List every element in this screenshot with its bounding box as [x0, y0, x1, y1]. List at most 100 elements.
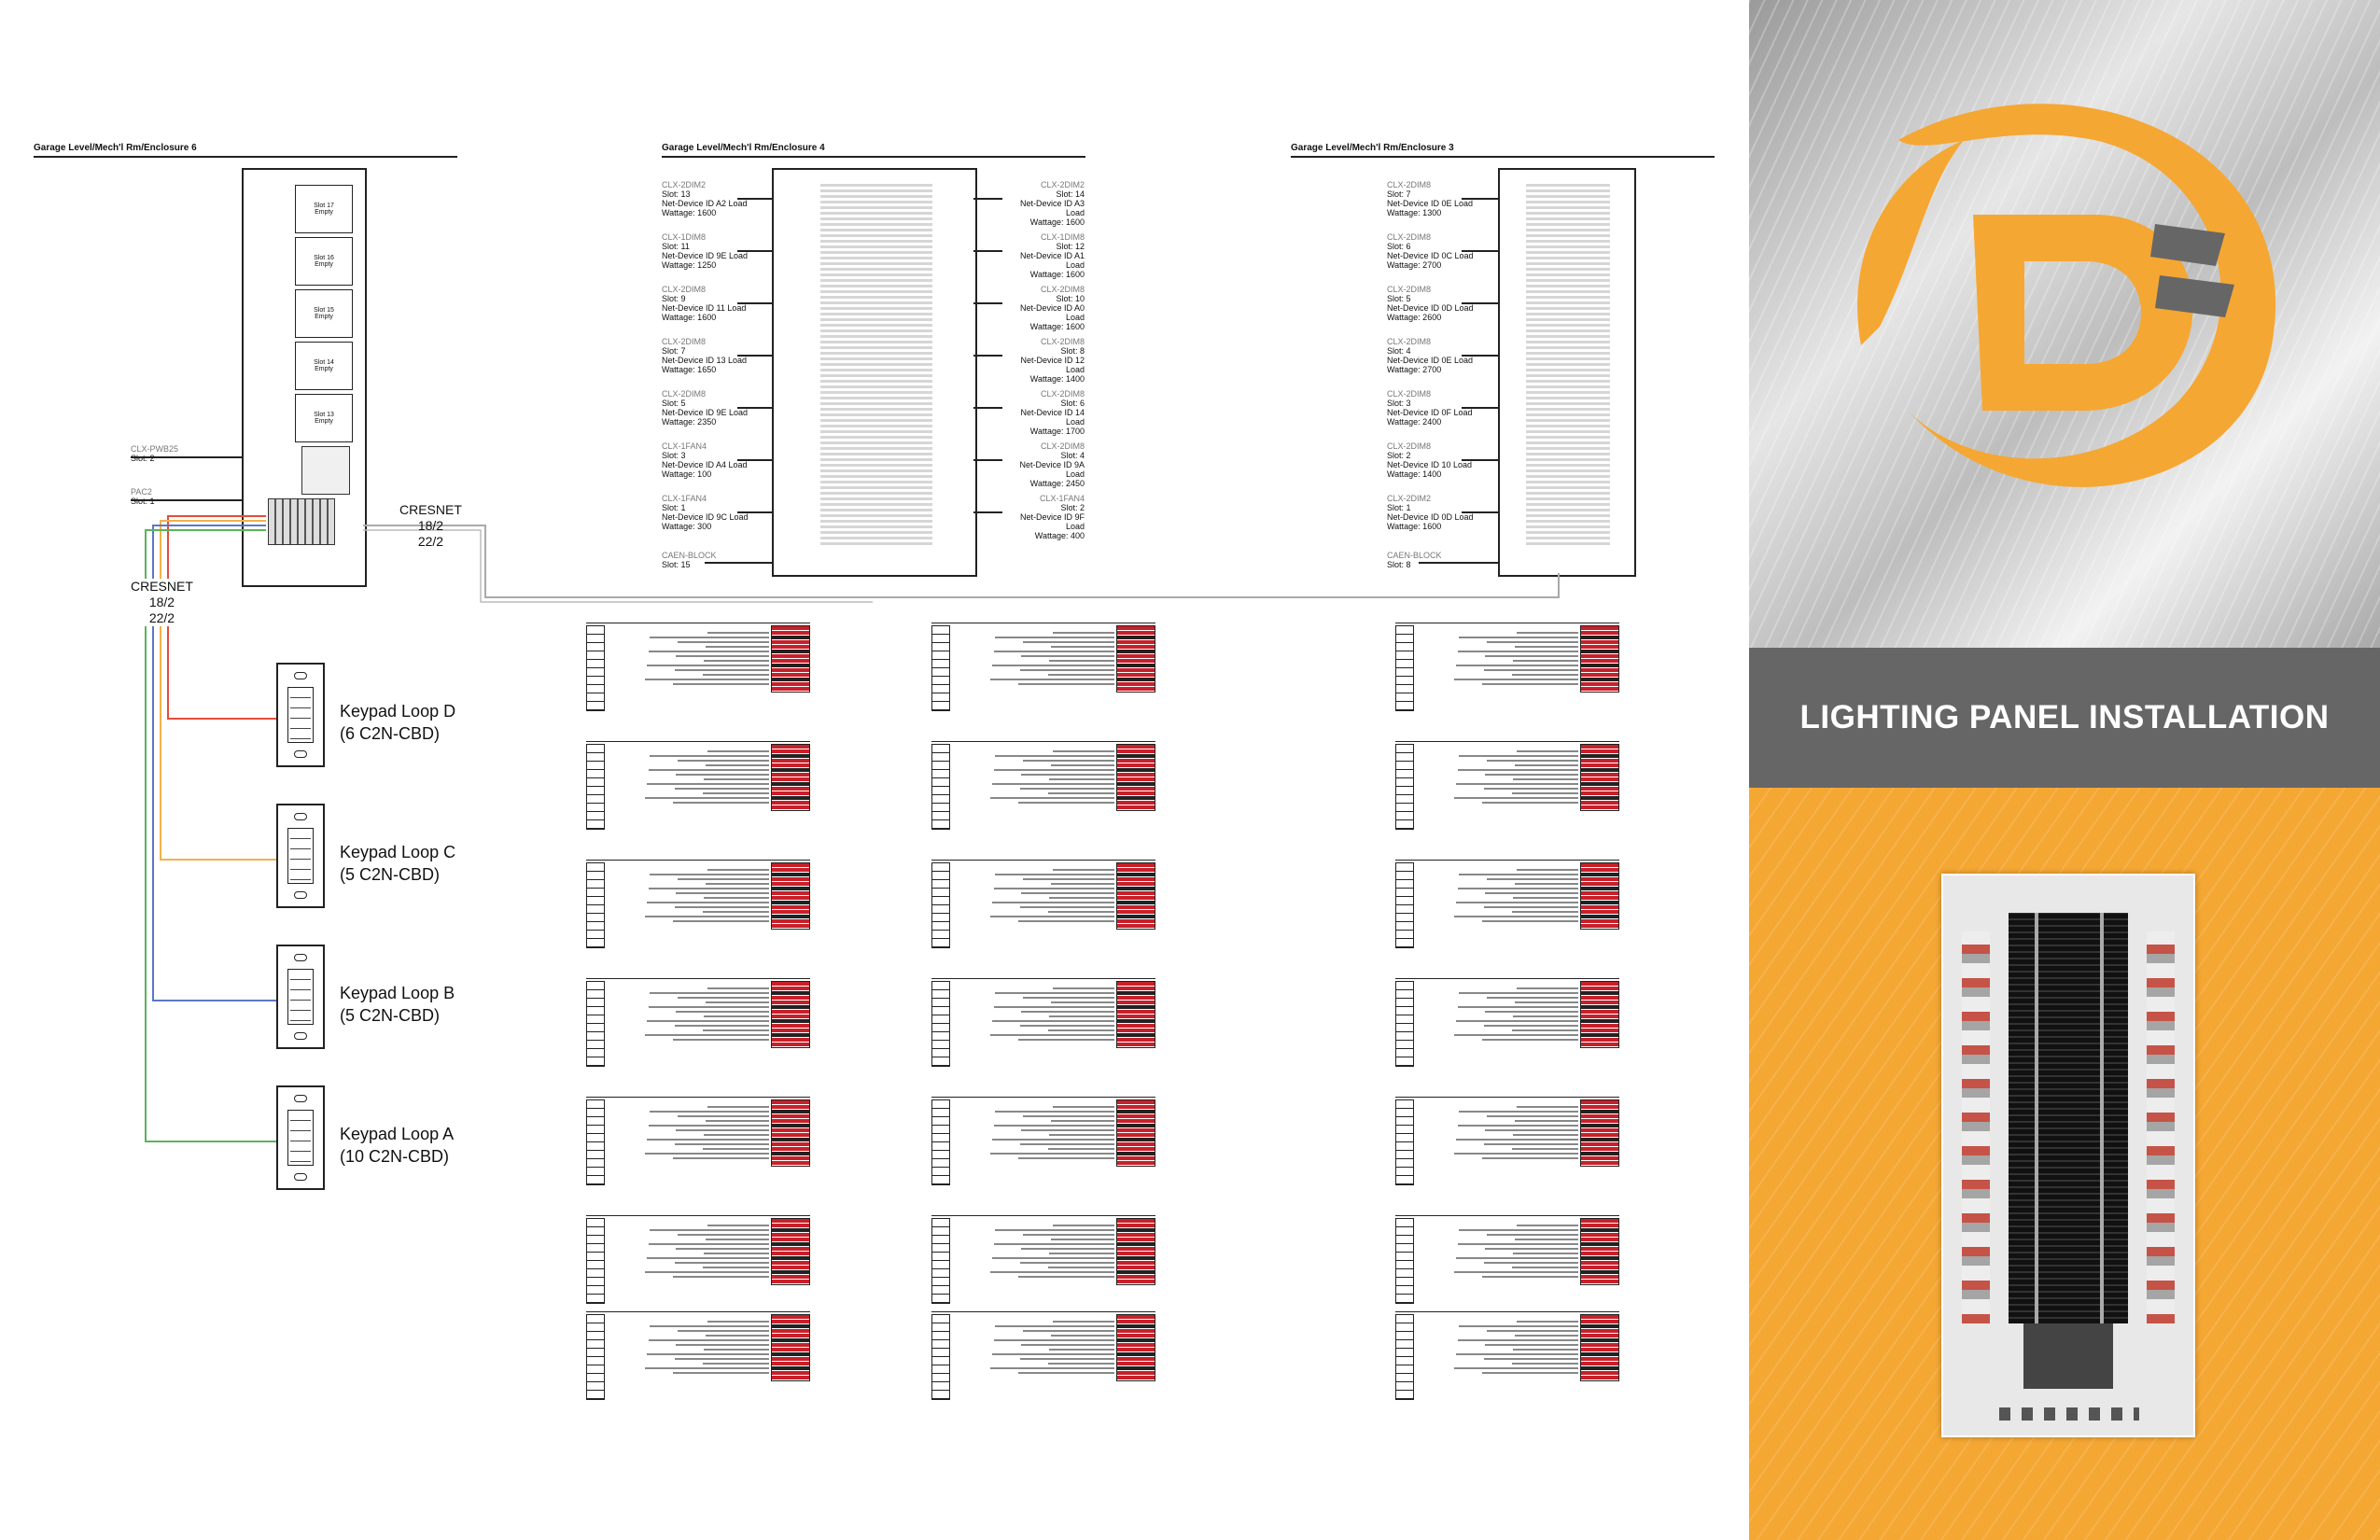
schedule-thumbnail [1395, 1305, 1619, 1400]
schedule-button-grid [1395, 981, 1414, 1067]
schedule-text-lines [959, 748, 1114, 806]
schedule-button-grid [586, 1314, 605, 1400]
schedule-button-grid [586, 862, 605, 948]
schedule-text-lines [614, 1222, 769, 1281]
schedule-text-lines [959, 629, 1114, 688]
schedule-header [1395, 853, 1619, 861]
schedule-thumbnail [586, 972, 810, 1067]
schedule-table [771, 1218, 810, 1285]
schedule-thumbnail [931, 1090, 1155, 1185]
schedule-text-lines [614, 866, 769, 925]
schedule-button-grid [586, 744, 605, 830]
panel-terminal-block [2023, 1323, 2113, 1389]
schedule-button-grid [1395, 625, 1414, 711]
schedule-header [586, 616, 810, 623]
schedule-table [771, 1314, 810, 1381]
panel-breakers-left [1962, 931, 1990, 1323]
schedule-header [586, 1305, 810, 1312]
schedule-button-grid [586, 981, 605, 1067]
schedule-thumbnail [1395, 1209, 1619, 1304]
enclosure-title: Garage Level/Mech'l Rm/Enclosure 3 [1291, 143, 1715, 158]
schedule-thumbnail [586, 616, 810, 711]
schedule-thumbnail [586, 853, 810, 948]
panel-bus [2100, 913, 2104, 1323]
schedule-thumbnail [586, 735, 810, 830]
schedule-thumbnail [931, 1209, 1155, 1304]
schedule-header [586, 853, 810, 861]
schedule-header [1395, 1209, 1619, 1216]
panel-breakers-right [2147, 931, 2175, 1323]
schedule-thumbnail [931, 1305, 1155, 1400]
schedule-button-grid [1395, 862, 1414, 948]
schedule-table [1580, 981, 1619, 1048]
panel-knockouts [1999, 1407, 2139, 1421]
schedule-header [931, 972, 1155, 979]
slot-status: Empty [315, 261, 333, 268]
schedule-table [1116, 1218, 1155, 1285]
schedule-button-grid [931, 744, 950, 830]
keypad-device [276, 804, 325, 908]
slot-status: Empty [315, 209, 333, 216]
schedule-header [1395, 1305, 1619, 1312]
keypad-label: Keypad Loop B(5 C2N-CBD) [340, 984, 455, 1025]
schedule-table [1580, 1218, 1619, 1285]
schedule-header [1395, 972, 1619, 979]
logo-swoosh-shape [1857, 140, 1964, 345]
processor-module [268, 498, 335, 545]
schedule-header [1395, 1090, 1619, 1098]
schedule-header [1395, 735, 1619, 742]
logo-bar [2155, 275, 2234, 317]
slot-name: Slot 16 [314, 255, 334, 261]
slot-status: Empty [315, 366, 333, 372]
schedule-text-lines [1423, 748, 1578, 806]
schedule-table [1580, 1314, 1619, 1381]
schedule-thumbnail [586, 1305, 810, 1400]
schedule-text-lines [959, 1222, 1114, 1281]
schedule-text-lines [614, 629, 769, 688]
schedule-thumbnail [1395, 972, 1619, 1067]
schedule-table [1116, 981, 1155, 1048]
schedule-header [931, 853, 1155, 861]
schedule-thumbnail [931, 616, 1155, 711]
dimmer-rack-graphic [820, 181, 932, 545]
schedule-table [771, 744, 810, 811]
schedule-text-lines [614, 1318, 769, 1377]
enclosure-title: Garage Level/Mech'l Rm/Enclosure 4 [662, 143, 1085, 158]
schedule-thumbnail [931, 972, 1155, 1067]
schedule-button-grid [1395, 744, 1414, 830]
loop-a-wire [145, 529, 276, 1142]
module-leader-lines [131, 198, 1498, 564]
schedule-button-grid [1395, 1099, 1414, 1185]
brand-header-background: D [1749, 0, 2380, 648]
schedule-table [1116, 744, 1155, 811]
schedule-button-grid [931, 862, 950, 948]
schedule-table [771, 981, 810, 1048]
schedule-button-grid [931, 981, 950, 1067]
cresnet-bus-line [363, 525, 1560, 598]
schedule-table [771, 625, 810, 693]
schedule-table [771, 1099, 810, 1167]
schedule-header [931, 1209, 1155, 1216]
enclosure-3-panel [1498, 168, 1636, 577]
slot-name: Slot 15 [314, 307, 334, 314]
schedule-button-grid [1395, 1314, 1414, 1400]
